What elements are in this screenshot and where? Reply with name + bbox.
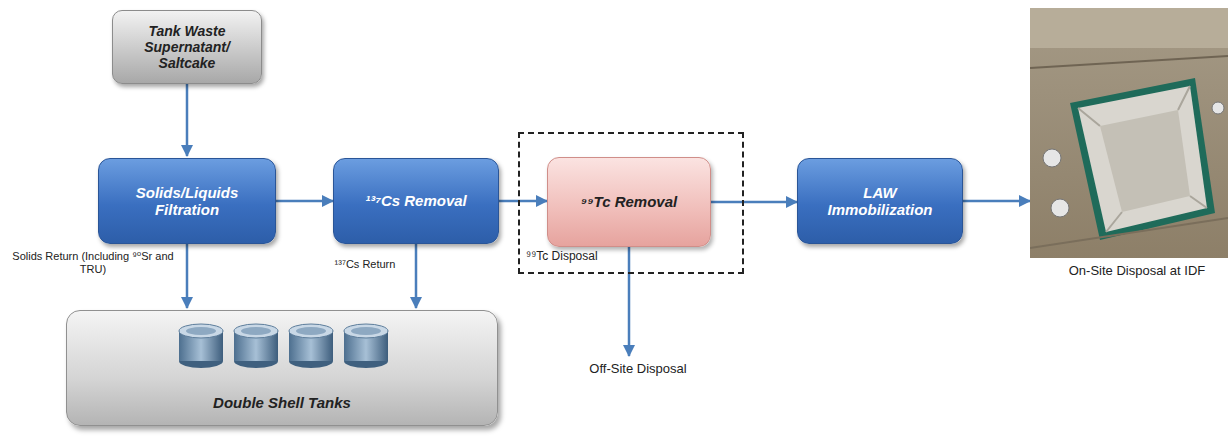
storage-box: Double Shell Tanks [66,310,498,426]
flow-arrow [963,200,1030,203]
input-box: Tank Waste Supernatant/ Saltcake [112,10,262,84]
process-box: ¹³⁷Cs Removal [333,158,499,244]
dashed-region: ⁹⁹Tc Disposal ⁹⁹Tc Removal [518,132,744,274]
node-text: ¹³⁷Cs Removal [365,192,467,209]
flow-arrow [276,200,333,203]
process-box: LAW Immobilization [797,158,963,244]
edge-label: ¹³⁷Cs Return [318,258,412,271]
process-box: Solids/Liquids Filtration [98,158,276,244]
photo-caption: On-Site Disposal at IDF [1030,264,1232,279]
endpoint-text: Off-Site Disposal [582,358,694,380]
edge-label: Solids Return (Including ⁹⁰Sr and TRU) [3,250,183,276]
landfill-photo [1030,8,1228,258]
flow-arrow [499,200,547,203]
node-text: Tank Waste Supernatant/ Saltcake [129,23,245,71]
node-text: Double Shell Tanks [213,394,351,411]
node-text: ⁹⁹Tc Disposal [526,250,598,264]
node-text: Solids/Liquids Filtration [113,184,261,219]
flow-arrow [415,244,418,308]
disposal-photo: On-Site Disposal at IDF [1030,8,1232,288]
tank-icons [67,317,499,387]
node-text: LAW Immobilization [812,184,948,219]
flow-arrow [186,84,189,156]
node-text: Off-Site Disposal [589,362,686,377]
flow-arrow [711,201,797,204]
process-box: ⁹⁹Tc Removal [547,157,711,247]
node-text: ⁹⁹Tc Removal [581,193,677,210]
flow-arrow [628,247,631,356]
flow-arrow [186,244,189,308]
